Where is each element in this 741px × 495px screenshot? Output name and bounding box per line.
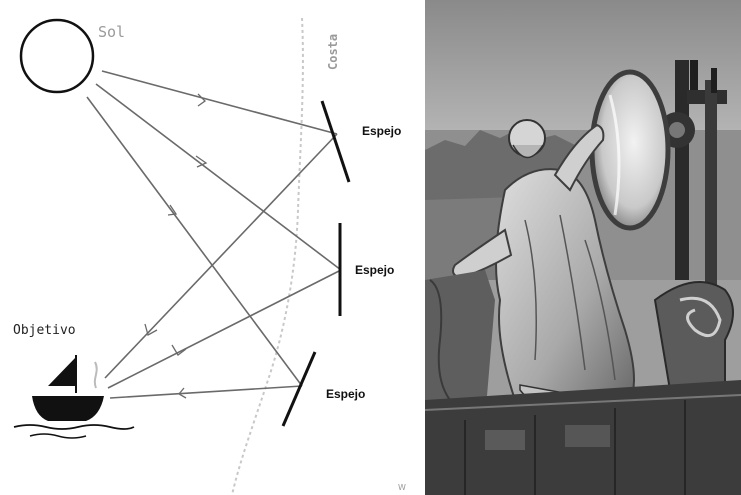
mirror-label-1: Espejo bbox=[362, 124, 401, 138]
mirror-label-3: Espejo bbox=[326, 387, 365, 401]
boat-icon bbox=[13, 355, 135, 439]
corner-mark: W bbox=[398, 483, 406, 492]
target-label: Objetivo bbox=[13, 323, 76, 338]
arrow-icon bbox=[144, 323, 158, 336]
coast-label: Costa bbox=[326, 34, 340, 70]
ray-sun-mirror-2 bbox=[95, 83, 342, 271]
mirror-1 bbox=[320, 100, 351, 183]
sun-label: Sol bbox=[98, 23, 125, 41]
ray-sun-mirror-3 bbox=[86, 96, 303, 387]
ray-sun-mirror-1 bbox=[101, 70, 338, 135]
ray-mirror-3-target bbox=[109, 385, 303, 399]
arrow-icon bbox=[167, 204, 178, 216]
mirror-label-2: Espejo bbox=[355, 263, 394, 277]
mirror-disc bbox=[589, 69, 671, 231]
coastline bbox=[231, 17, 304, 495]
archimedes-engraving bbox=[425, 0, 741, 495]
burning-mirror-diagram: Sol Costa Espejo Espejo Espejo Objetivo … bbox=[13, 17, 406, 495]
arrow-icon bbox=[195, 155, 208, 168]
mirror-3 bbox=[281, 351, 317, 427]
ray-mirror-2-target bbox=[107, 269, 342, 389]
arrow-icon bbox=[171, 344, 187, 356]
ray-mirror-1-target bbox=[104, 133, 338, 379]
arrow-icon bbox=[197, 93, 207, 107]
arrow-icon bbox=[178, 387, 187, 399]
sun-icon bbox=[19, 18, 95, 94]
